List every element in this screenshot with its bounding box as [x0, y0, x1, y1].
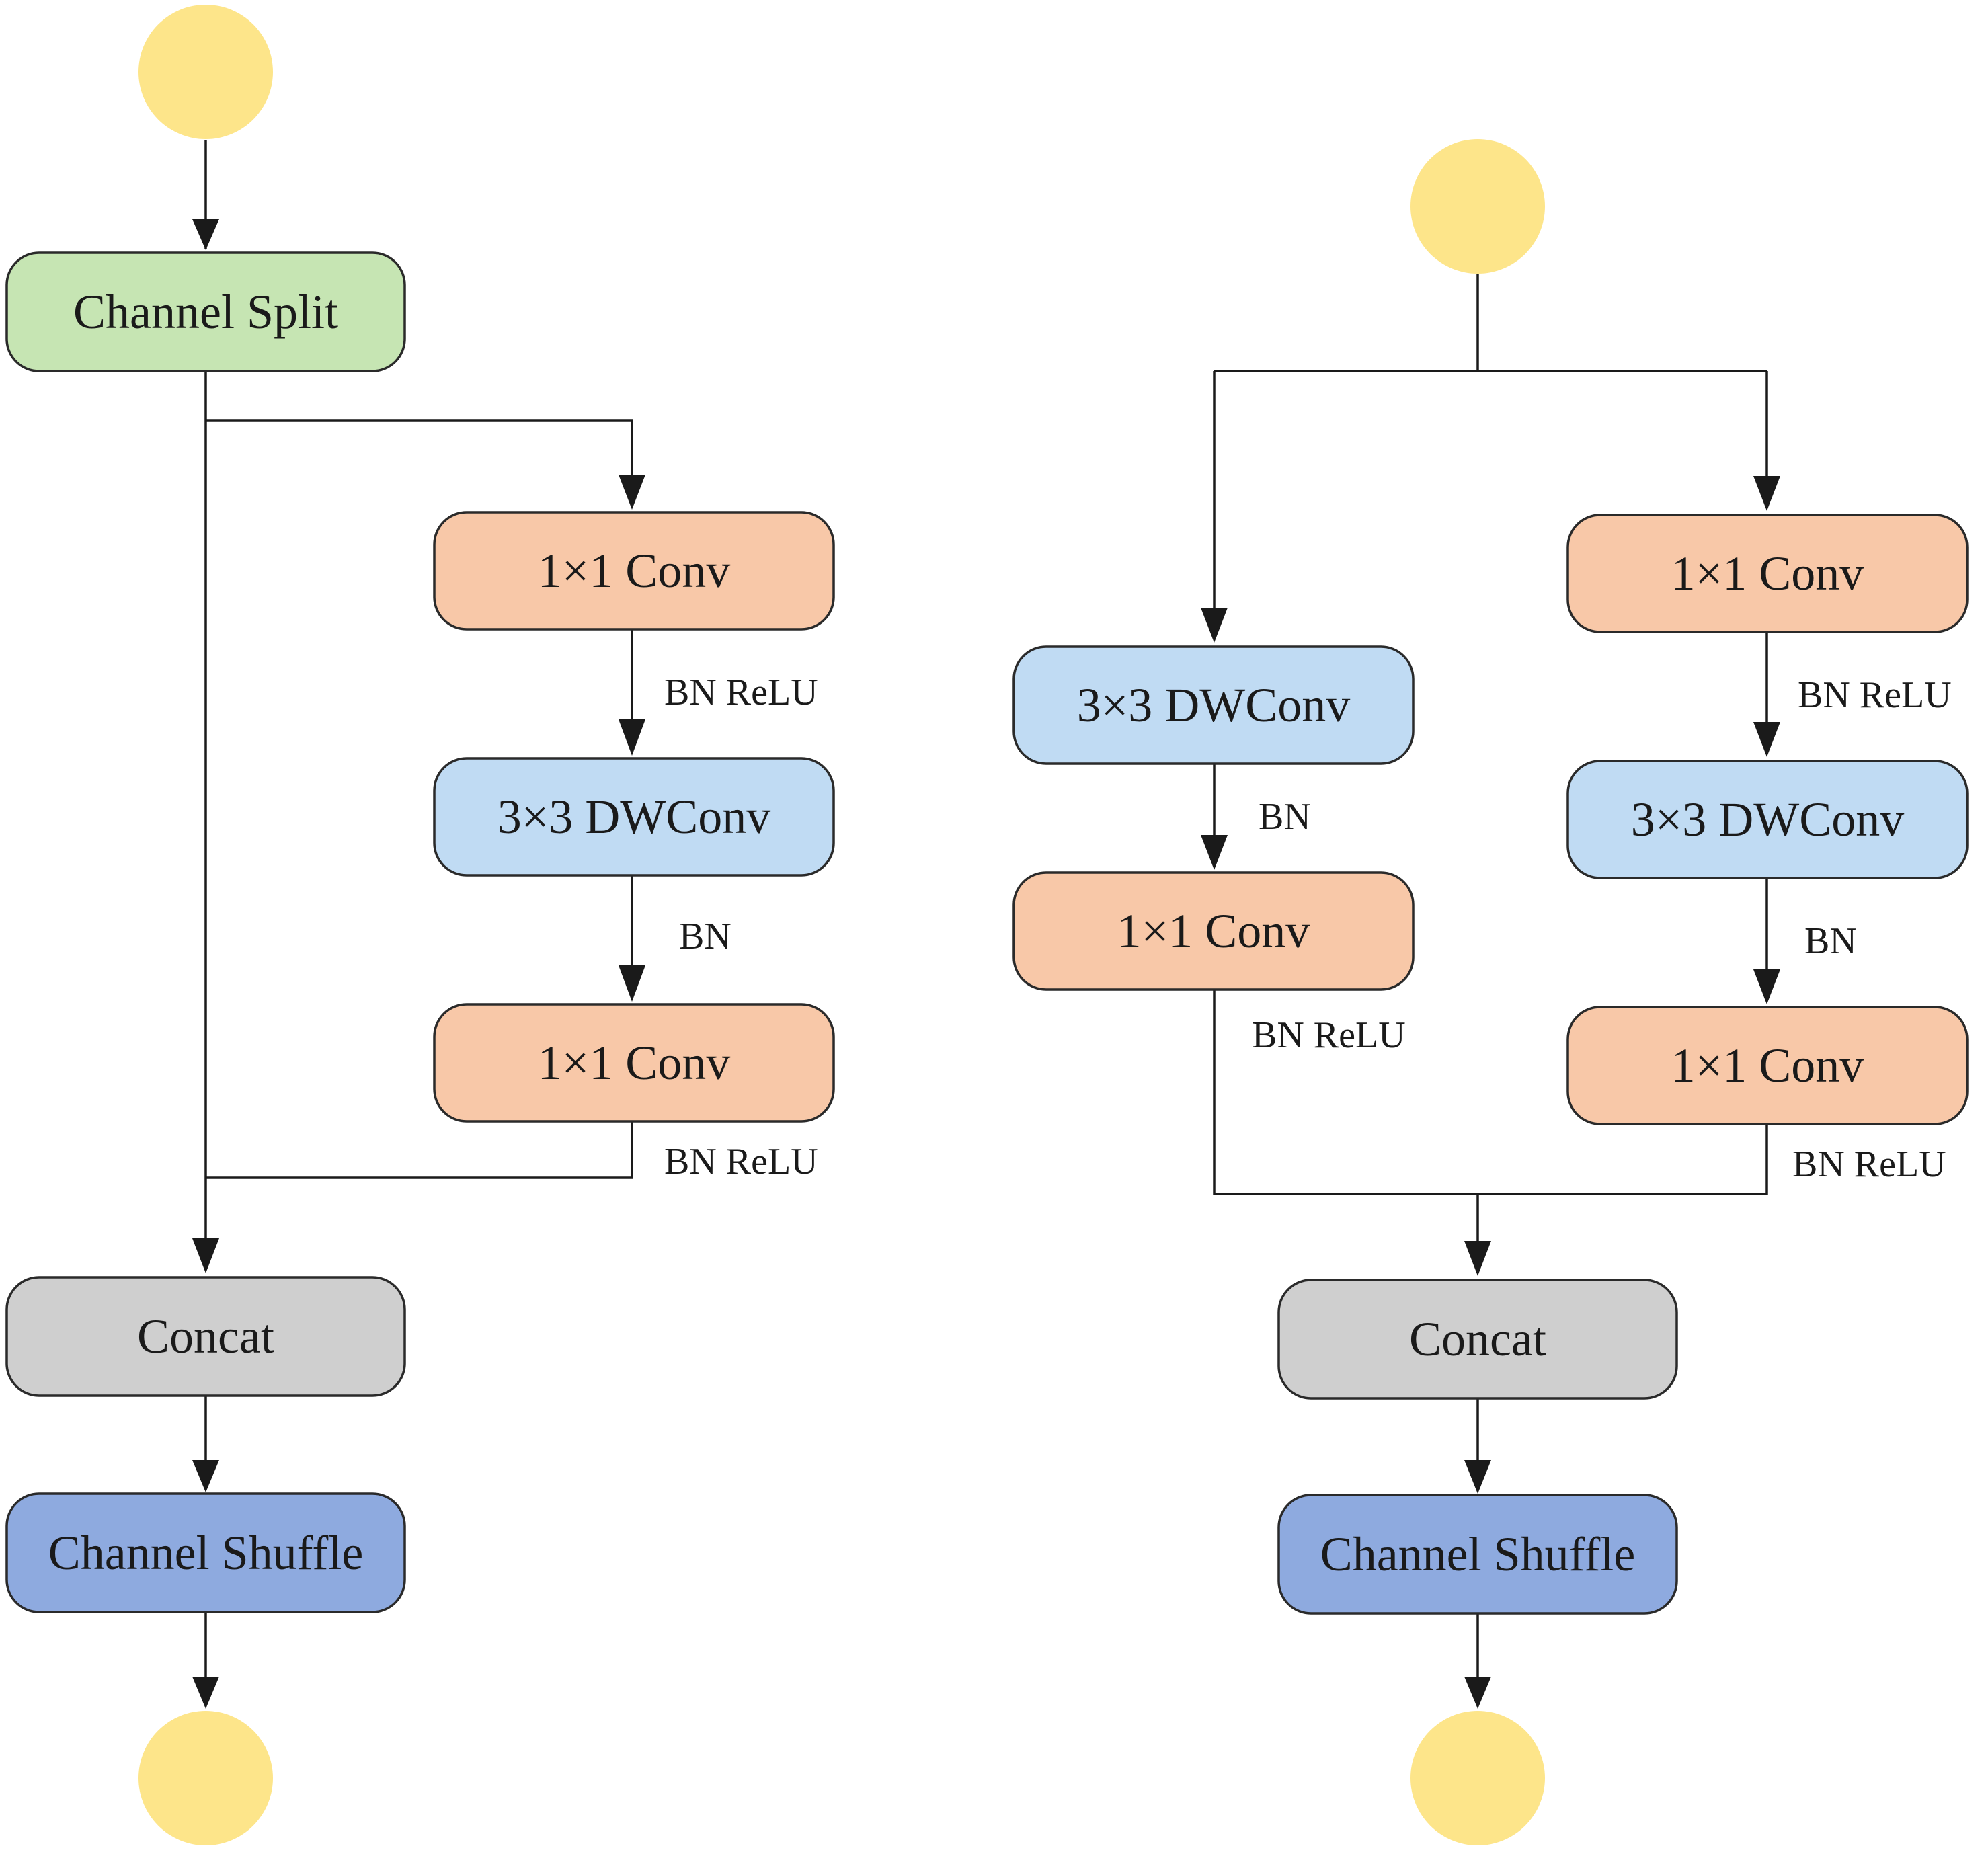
left-unit: Channel Split 1×1 Conv BN ReLU 3×3 DWCon… [5, 5, 835, 1845]
arrowhead [192, 1677, 219, 1709]
right-unit: 3×3 DWConv BN 1×1 Conv BN ReLU 1×1 Conv … [1012, 139, 1969, 1845]
edge-label-bn: BN [1804, 920, 1857, 962]
dwconv-label: 3×3 DWConv [1077, 678, 1351, 732]
arrowhead [1201, 608, 1228, 643]
edge-label-bn-relu: BN ReLU [1252, 1014, 1406, 1056]
arrowhead [619, 719, 645, 756]
channel-shuffle-node: Channel Shuffle [1277, 1494, 1678, 1615]
conv1x1-label: 1×1 Conv [538, 1036, 731, 1090]
dwconv-node: 3×3 DWConv [1566, 760, 1969, 879]
conv1x1-node: 1×1 Conv [1566, 1006, 1969, 1125]
concat-label: Concat [137, 1310, 274, 1363]
channel-shuffle-label: Channel Shuffle [1320, 1527, 1636, 1581]
arrowhead [192, 1460, 219, 1492]
arrowhead [1753, 476, 1780, 511]
channel-shuffle-label: Channel Shuffle [48, 1526, 364, 1580]
dwconv-node: 3×3 DWConv [433, 757, 835, 877]
conv1x1-label: 1×1 Conv [1117, 904, 1310, 958]
conv1x1-label: 1×1 Conv [538, 544, 731, 598]
arrowhead [192, 219, 219, 250]
edge-label-bn-relu: BN ReLU [1798, 674, 1952, 716]
arrowhead [1464, 1677, 1491, 1709]
conv1x1-node: 1×1 Conv [433, 511, 835, 631]
right-connectors [1201, 274, 1780, 1709]
arrowhead [192, 1238, 219, 1273]
right-input-node [1410, 139, 1545, 274]
arrowhead [619, 475, 645, 510]
edge-label-bn: BN [1259, 796, 1311, 838]
arrowhead [1201, 835, 1228, 870]
channel-split-label: Channel Split [73, 285, 338, 339]
edge-branch-merge [206, 1122, 633, 1179]
channel-split-node: Channel Split [5, 251, 406, 372]
dwconv-node: 3×3 DWConv [1012, 645, 1415, 765]
conv1x1-node: 1×1 Conv [1012, 871, 1415, 991]
arrowhead [1753, 969, 1780, 1004]
channel-shuffle-node: Channel Shuffle [5, 1492, 406, 1613]
left-input-node [138, 5, 273, 139]
edge-left-branch-merge [1213, 990, 1768, 1195]
conv1x1-node: 1×1 Conv [1566, 514, 1969, 633]
left-output-node [138, 1711, 273, 1845]
edge-label-bn: BN [679, 916, 731, 957]
conv1x1-label: 1×1 Conv [1671, 547, 1864, 600]
edge-label-bn-relu: BN ReLU [664, 1141, 818, 1182]
arrowhead [1753, 722, 1780, 757]
conv1x1-node: 1×1 Conv [433, 1003, 835, 1123]
left-connectors [192, 140, 645, 1709]
arrowhead [1464, 1241, 1491, 1276]
dwconv-label: 3×3 DWConv [1631, 793, 1905, 846]
right-output-node [1410, 1711, 1545, 1845]
conv1x1-label: 1×1 Conv [1671, 1039, 1864, 1092]
arrowhead [1464, 1460, 1491, 1494]
edge-split-to-branch [206, 419, 633, 479]
arrowhead [619, 965, 645, 1002]
edge-label-bn-relu: BN ReLU [664, 672, 818, 713]
dwconv-label: 3×3 DWConv [498, 790, 771, 844]
concat-node: Concat [1277, 1279, 1678, 1400]
concat-node: Concat [5, 1276, 406, 1397]
concat-label: Concat [1409, 1312, 1546, 1366]
edge-label-bn-relu: BN ReLU [1792, 1143, 1946, 1185]
